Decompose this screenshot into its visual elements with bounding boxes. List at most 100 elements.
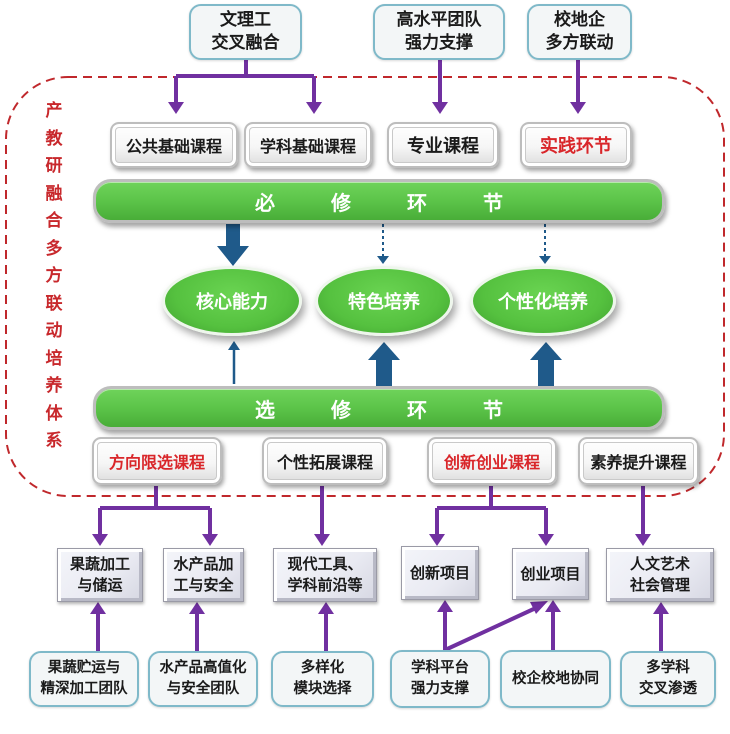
outcome-label: 核心能力 — [196, 292, 268, 313]
outcome-core-ability: 核心能力 — [162, 266, 302, 336]
arrow-elective-core — [228, 341, 240, 384]
system-boundary — [5, 76, 725, 497]
system-title-char: 融 — [45, 183, 63, 204]
arrow-required-core — [217, 224, 249, 266]
outcome-personalized-training: 个性化培养 — [470, 266, 616, 336]
arrowhead — [318, 602, 334, 614]
course-label: 创新创业课程 — [443, 453, 540, 472]
module-label: 创业项目 — [520, 564, 581, 583]
course-label: 素养提升课程 — [590, 453, 687, 472]
source-label: 文理工 交叉融合 — [211, 10, 280, 53]
system-title-char: 研 — [45, 156, 63, 176]
source-box-diverse-modules: 多样化 模块选择 — [271, 651, 374, 707]
arrowhead — [189, 602, 205, 614]
course-label: 个性拓展课程 — [276, 453, 373, 472]
source-box-fruit-team: 果蔬贮运与 精深加工团队 — [29, 651, 139, 707]
course-practice[interactable]: 实践环节 — [520, 122, 632, 168]
outcome-feature-training: 特色培养 — [315, 266, 453, 336]
course-label: 专业课程 — [407, 136, 479, 157]
arrow-elective-feature — [368, 342, 400, 386]
source-box-high-level-team: 高水平团队 强力支撑 — [373, 4, 505, 60]
arrow-elective-personal — [530, 342, 562, 386]
course-discipline-basic[interactable]: 学科基础课程 — [244, 122, 372, 168]
course-innovation-entrepreneurship[interactable]: 创新创业课程 — [427, 437, 557, 485]
arrowhead — [538, 534, 554, 546]
course-literacy-improvement[interactable]: 素养提升课程 — [578, 437, 699, 485]
source-label: 多样化 模块选择 — [293, 660, 352, 697]
bar-label-char: 节 — [483, 190, 503, 215]
course-public-basic[interactable]: 公共基础课程 — [110, 122, 238, 168]
system-title-char: 产 — [45, 101, 63, 121]
arrowhead — [437, 600, 453, 612]
course-label: 实践环节 — [540, 136, 612, 157]
module-label: 果蔬加工 与储运 — [69, 555, 130, 594]
arrow-required-feature — [377, 224, 389, 264]
source-label: 校地企 多方联动 — [545, 10, 614, 53]
module-entrepreneurship-project: 创业项目 — [512, 548, 589, 600]
arrow-direction-split — [98, 486, 212, 536]
source-box-school-enterprise-collab: 校企校地协同 — [500, 650, 611, 708]
arrow-innovation-split — [435, 486, 548, 536]
system-title-char: 多 — [45, 238, 63, 259]
system-title: 产教研融合多方联动培养体系 — [43, 98, 65, 456]
bar-label-char: 环 — [407, 397, 427, 422]
module-label: 水产品加 工与安全 — [173, 555, 234, 594]
course-personal-extension[interactable]: 个性拓展课程 — [262, 437, 388, 485]
system-title-char: 养 — [45, 376, 63, 396]
arrowhead — [90, 602, 106, 614]
source-label: 学科平台 强力支撑 — [411, 660, 469, 697]
course-label: 方向限选课程 — [108, 453, 205, 472]
source-box-school-enterprise: 校地企 多方联动 — [527, 4, 632, 60]
source-box-multidisciplinary: 多学科 交叉渗透 — [620, 651, 716, 707]
arrowhead — [202, 534, 218, 546]
system-title-char: 体 — [45, 403, 63, 424]
system-title-char: 动 — [45, 321, 63, 341]
bar-label-char: 必 — [255, 190, 275, 215]
bar-label-char: 选 — [255, 397, 275, 422]
source-label: 校企校地协同 — [512, 670, 599, 687]
outcome-label: 个性化培养 — [498, 292, 588, 313]
source-label: 高水平团队 强力支撑 — [396, 10, 482, 53]
arrowhead — [635, 534, 651, 546]
module-modern-tools: 现代工具、 学科前沿等 — [273, 548, 377, 602]
outcome-label: 特色培养 — [348, 292, 420, 313]
bar-label-char: 修 — [331, 397, 351, 422]
system-title-char: 联 — [45, 293, 63, 314]
arrowhead — [432, 102, 448, 114]
system-title-char: 合 — [45, 211, 63, 231]
arrowhead — [545, 600, 561, 612]
module-fruit-vegetable: 果蔬加工 与储运 — [57, 548, 143, 602]
arrow-diagonal — [444, 605, 539, 652]
system-title-char: 培 — [45, 348, 63, 369]
course-label: 公共基础课程 — [125, 137, 222, 156]
arrowhead — [429, 534, 445, 546]
module-aquatic-products: 水产品加 工与安全 — [163, 548, 244, 602]
module-label: 人文艺术 社会管理 — [629, 555, 690, 594]
bar-label-char: 修 — [331, 190, 351, 215]
arrowhead — [314, 534, 330, 546]
bar-label-char: 节 — [483, 397, 503, 422]
module-humanities-management: 人文艺术 社会管理 — [606, 548, 714, 602]
arrow-top-1 — [174, 60, 316, 104]
arrowhead — [168, 102, 184, 114]
course-major[interactable]: 专业课程 — [387, 122, 499, 168]
module-innovation-project: 创新项目 — [401, 546, 479, 600]
course-direction-elective[interactable]: 方向限选课程 — [92, 437, 222, 485]
source-label: 多学科 交叉渗透 — [639, 660, 697, 697]
source-label: 水产品高值化 与安全团队 — [159, 660, 247, 697]
module-label: 现代工具、 学科前沿等 — [287, 555, 363, 594]
source-box-discipline-platform: 学科平台 强力支撑 — [390, 650, 490, 708]
arrowhead — [530, 601, 548, 614]
system-title-char: 系 — [45, 431, 63, 451]
source-box-interdisciplinary: 文理工 交叉融合 — [189, 4, 302, 60]
module-label: 创新项目 — [409, 563, 470, 582]
required-bar: 必修环节 — [93, 179, 665, 223]
system-title-char: 教 — [45, 128, 63, 149]
system-title-char: 方 — [45, 266, 63, 286]
arrow-required-personal — [539, 224, 551, 264]
arrowhead — [570, 102, 586, 114]
bar-label-char: 环 — [407, 190, 427, 215]
source-box-aquatic-team: 水产品高值化 与安全团队 — [148, 651, 258, 707]
elective-bar: 选修环节 — [93, 386, 665, 430]
